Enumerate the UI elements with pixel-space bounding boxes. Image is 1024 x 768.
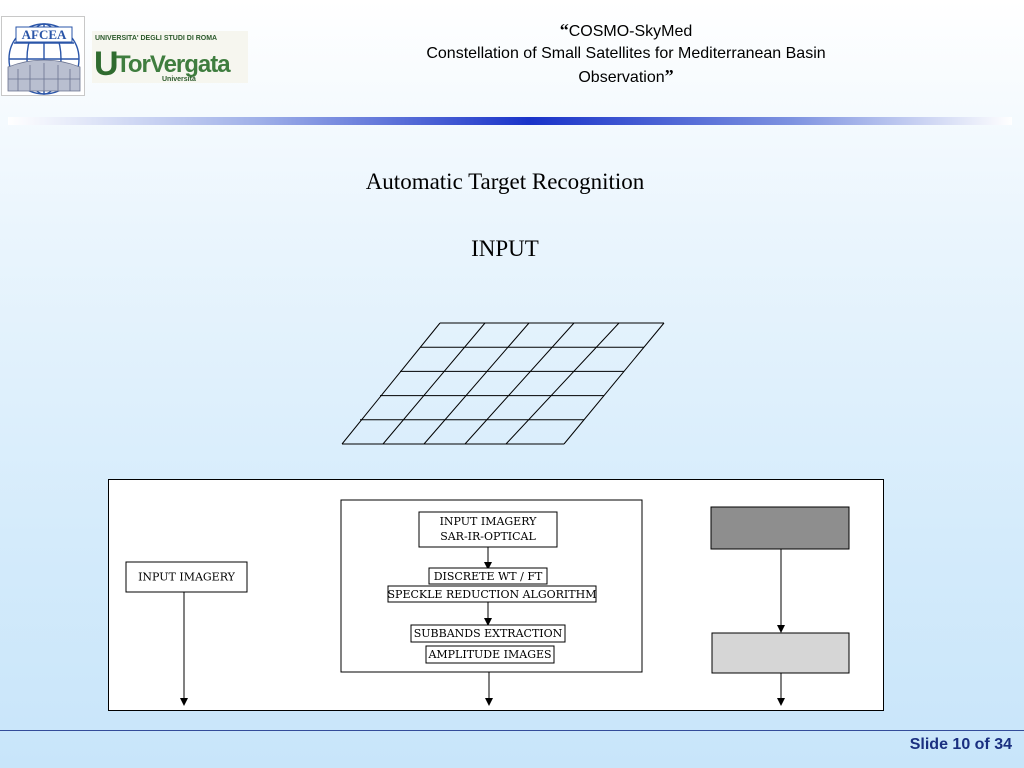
quote-open: “ (559, 20, 569, 40)
processing-flow-diagram: INPUT IMAGERY INPUT IMAGERY SAR-IR-OPTIC… (108, 479, 884, 711)
footer-line (0, 730, 1024, 731)
subbands-box (410, 624, 566, 643)
image-grid-illustration (341, 322, 665, 445)
header-divider-band (8, 117, 1012, 125)
tor-vergata-logo: UNIVERSITA' DEGLI STUDI DI ROMA U TorVer… (92, 31, 248, 83)
subbands-label: SUBBANDS EXTRACTION (414, 627, 563, 640)
presentation-title: “COSMO-SkyMed Constellation of Small Sat… (360, 19, 892, 89)
title-line-3: Observation (578, 69, 665, 86)
left-input-label: INPUT IMAGERY (138, 571, 236, 584)
right-top-box (710, 506, 850, 550)
left-input-box (125, 561, 248, 593)
dwt-label: DISCRETE WT / FT (434, 570, 543, 583)
right-bottom-box (711, 632, 850, 674)
speckle-label: SPECKLE REDUCTION ALGORITHM (388, 588, 597, 601)
amplitude-box (425, 645, 555, 664)
speckle-box (387, 585, 597, 603)
title-line-2: Constellation of Small Satellites for Me… (426, 45, 826, 62)
slide-subheading: INPUT (471, 236, 539, 261)
afcea-text: AFCEA (22, 27, 67, 42)
amplitude-label: AMPLITUDE IMAGES (427, 648, 551, 661)
afcea-logo: AFCEA (1, 16, 85, 96)
colosseum-icon (7, 59, 81, 92)
quote-close: ” (664, 66, 674, 86)
title-line-1: COSMO-SkyMed (568, 23, 693, 40)
center-input-box (418, 511, 558, 548)
slide-number: Slide 10 of 34 (909, 736, 1012, 753)
center-input-label: INPUT IMAGERY (440, 515, 538, 528)
dwt-box (428, 567, 548, 585)
university-line-text: UNIVERSITA' DEGLI STUDI DI ROMA (95, 35, 217, 42)
university-name-text: TorVergata (116, 51, 231, 78)
u-mark: U (94, 45, 119, 83)
center-sensor-label: SAR-IR-OPTICAL (440, 530, 536, 543)
university-sub-text: Università (162, 76, 196, 83)
slide-heading: Automatic Target Recognition (365, 169, 645, 194)
